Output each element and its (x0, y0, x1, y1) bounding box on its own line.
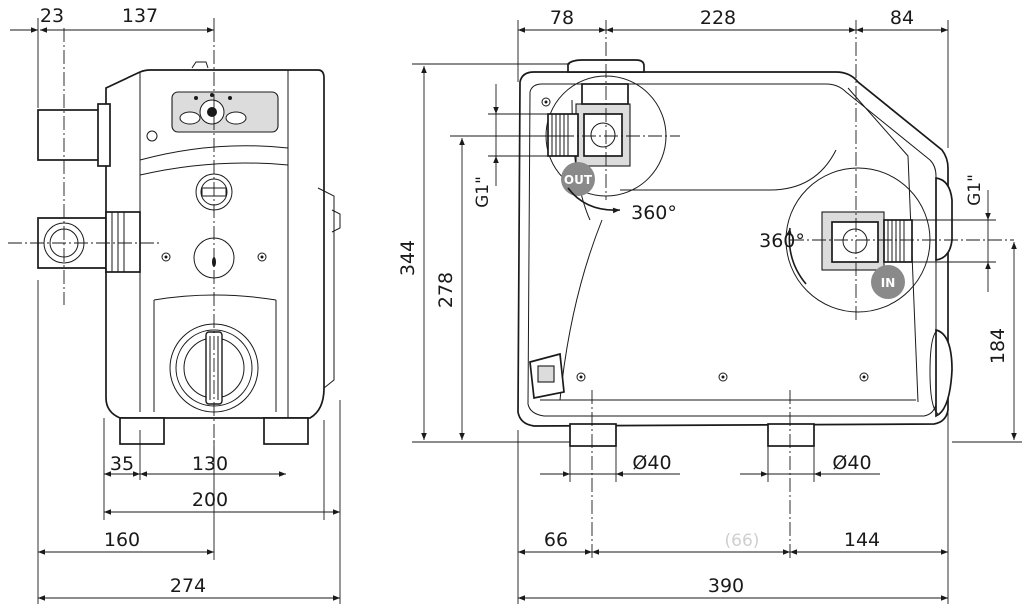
dim-front-bottom-35: 35 (110, 453, 134, 475)
rotation-arrow-in (786, 227, 807, 285)
side-foot-right (767, 423, 815, 447)
front-housing (105, 69, 325, 419)
dim-side-height-278: 278 (435, 272, 457, 308)
inlet-fitting: IN (785, 167, 931, 313)
dim-front-bottom-274: 274 (170, 575, 206, 597)
dim-side-bottom-390: 390 (708, 575, 744, 597)
outlet-pipe (37, 109, 107, 161)
screws (541, 97, 869, 382)
thread-size-outlet: G1" (473, 176, 493, 208)
dim-side-top-228: 228 (700, 7, 736, 29)
dim-side-top-78: 78 (550, 7, 574, 29)
front-view: 23 137 35 130 200 160 274 (8, 5, 341, 604)
dim-side-bottom-faded: (66) (725, 531, 760, 551)
badge-in (871, 265, 905, 299)
dim-side-height-184: 184 (987, 328, 1009, 364)
dim-front-bottom-160: 160 (104, 529, 140, 551)
display-icons (179, 93, 247, 125)
rotation-label-in: 360° (759, 230, 805, 252)
badge-in-label: IN (881, 276, 896, 290)
dim-front-bottom-130: 130 (192, 453, 228, 475)
dim-front-bottom-200: 200 (192, 489, 228, 511)
badge-out (561, 162, 595, 196)
dim-front-top-1: 23 (40, 5, 64, 27)
dim-side-top-84: 84 (890, 7, 914, 29)
badge-out-label: OUT (564, 173, 593, 187)
side-foot-left (569, 423, 617, 447)
dim-front-top-2: 137 (122, 5, 158, 27)
control-display (171, 91, 279, 133)
rotation-label-out: 360° (631, 202, 677, 224)
side-view: OUT IN 360° 360° (397, 7, 1022, 604)
foot-diameter-2: Ø40 (832, 452, 871, 474)
front-foot-left (119, 417, 165, 445)
thread-size-inlet: G1" (965, 174, 985, 206)
foot-diameter-1: Ø40 (632, 452, 671, 474)
front-foot-right (263, 417, 309, 445)
dim-side-bottom-66: 66 (544, 529, 568, 551)
rotation-arrow-out (567, 187, 621, 214)
dim-side-height-344: 344 (397, 240, 419, 276)
dim-side-bottom-144: 144 (844, 529, 880, 551)
